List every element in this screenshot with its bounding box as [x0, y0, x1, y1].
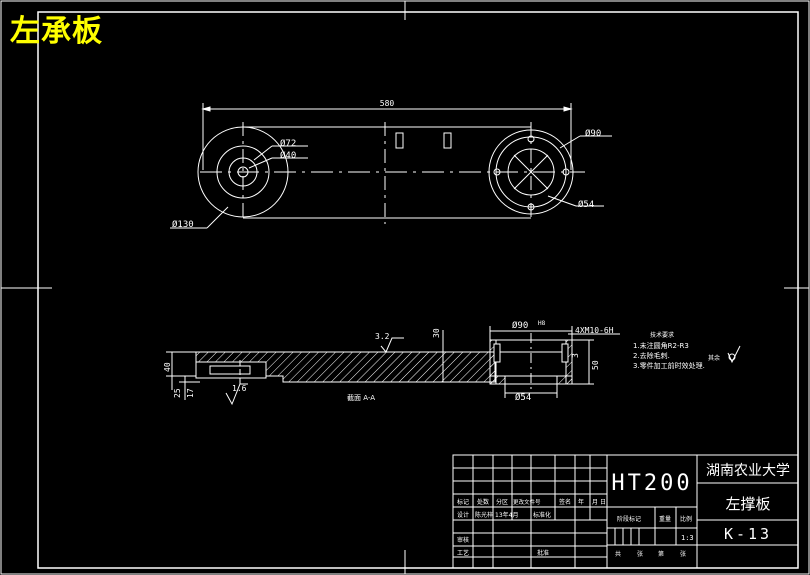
dim-d40: Ø40	[280, 150, 296, 161]
row-design-name: 陈光梓	[475, 511, 493, 519]
section-view	[166, 326, 741, 406]
header-fenqu: 分区	[496, 498, 508, 506]
dim-40: 40	[163, 362, 172, 372]
dim-30: 30	[432, 328, 441, 338]
header-biaoji: 标记	[457, 498, 469, 506]
row-design-label: 设计	[457, 511, 469, 519]
title-part-name: 左撑板	[725, 495, 770, 513]
roughness-3-2: 3.2	[375, 332, 390, 341]
tech-req-item-3: 3.零件加工前时效处理.	[633, 361, 705, 370]
dim-580: 580	[380, 99, 395, 108]
dim-d54-section: Ø54	[515, 392, 531, 403]
dim-d90: Ø90	[585, 128, 601, 139]
weight-label: 重量	[659, 515, 671, 523]
header-chushu: 处数	[477, 498, 489, 506]
process-label: 工艺	[457, 549, 469, 557]
row-standardize: 标准化	[533, 511, 551, 519]
sheet-label-zhang2: 张	[680, 550, 686, 558]
corner-title: 左承板	[10, 14, 103, 49]
title-drawing-no: K-13	[724, 525, 772, 543]
title-university: 湖南农业大学	[706, 463, 790, 479]
other-roughness-label: 其余	[708, 354, 720, 362]
dim-25: 25	[173, 388, 182, 398]
dim-d130: Ø130	[172, 219, 194, 230]
dim-17: 17	[186, 388, 195, 398]
thread-callout: 4XM10-6H	[575, 326, 614, 335]
scale-label: 比例	[680, 515, 692, 523]
header-sign: 签名	[559, 498, 571, 506]
tech-req-item-2: 2.去除毛刺.	[633, 351, 670, 360]
dim-3: 3	[571, 353, 580, 358]
title-material: HT200	[611, 471, 692, 496]
approve-label: 批准	[537, 549, 549, 557]
header-day: 日	[600, 499, 606, 506]
tech-req-item-1: 1.未注圆角R2-R3	[633, 341, 689, 350]
sheet-label-di: 第	[658, 550, 664, 558]
inner-border	[37, 11, 799, 569]
section-label: 截面 A-A	[347, 393, 375, 402]
dim-d54: Ø54	[578, 199, 594, 210]
tech-req-title: 技术要求	[650, 331, 674, 339]
header-year: 年	[578, 498, 584, 506]
sheet-label-zhang1: 张	[637, 550, 643, 558]
row-design-date: 13年4月	[495, 511, 518, 519]
sheet-label-gong: 共	[615, 550, 621, 558]
top-view	[170, 103, 612, 229]
roughness-1-6: 1.6	[232, 384, 247, 393]
dim-d90-section: Ø90	[512, 320, 528, 331]
header-change-doc: 更改文件号	[513, 498, 541, 506]
stage-label: 阶段标记	[617, 515, 641, 523]
header-month: 月	[592, 499, 598, 506]
dim-d72: Ø72	[280, 138, 296, 149]
review-label: 审核	[457, 536, 469, 544]
title-block	[452, 454, 799, 569]
dim-50: 50	[591, 360, 600, 370]
fit-mark: H8	[538, 320, 546, 327]
scale-value: 1:3	[681, 534, 694, 542]
